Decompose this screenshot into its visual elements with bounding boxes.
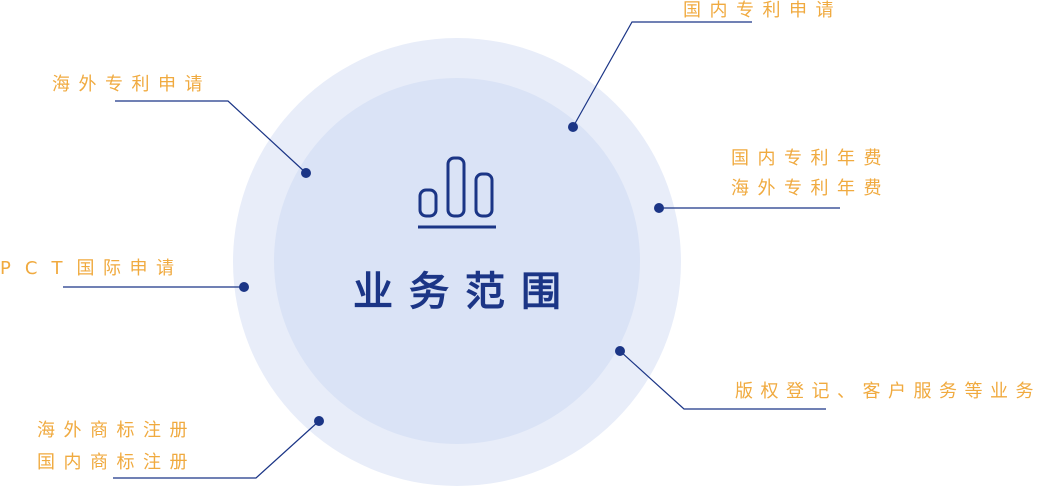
label-trademark-domestic: 国内商标注册 (37, 452, 196, 473)
label-annual-fee-domestic: 国内专利年费 (731, 148, 890, 169)
anchor-dot (568, 122, 578, 132)
label-pct-char: P (0, 258, 25, 279)
leader-line-overseas-patent (115, 100, 307, 174)
label-pct-char: T (51, 258, 77, 279)
leader-line-trademark (113, 420, 320, 479)
leader-line-domestic-patent (572, 21, 752, 128)
label-pct-char: 申 (129, 258, 156, 279)
anchor-dot (301, 168, 311, 178)
label-pct-text: PCT国际申请 (0, 258, 182, 279)
label-trademark-overseas: 海外商标注册 (37, 420, 196, 441)
label-overseas-patent: 海外专利申请 (52, 74, 211, 95)
leader-line-copyright (619, 350, 826, 410)
anchor-dot (314, 416, 324, 426)
label-copyright: 版权登记、客户服务等业务 (735, 381, 1041, 402)
label-pct-char: 国 (76, 258, 103, 279)
label-pct-char: 请 (155, 258, 183, 279)
label-pct: PCT国际申请 (0, 254, 182, 284)
anchor-dot (654, 203, 664, 213)
anchor-dot (239, 282, 249, 292)
label-pct-char: 际 (102, 258, 130, 279)
label-pct-char: C (24, 258, 52, 279)
label-annual-fee-overseas: 海外专利年费 (731, 178, 890, 199)
bar-chart-icon (418, 156, 496, 229)
label-domestic-patent: 国内专利申请 (683, 0, 842, 21)
center-title: 业务范围 (353, 269, 577, 315)
inner-circle (274, 78, 640, 444)
anchor-dot (615, 346, 625, 356)
